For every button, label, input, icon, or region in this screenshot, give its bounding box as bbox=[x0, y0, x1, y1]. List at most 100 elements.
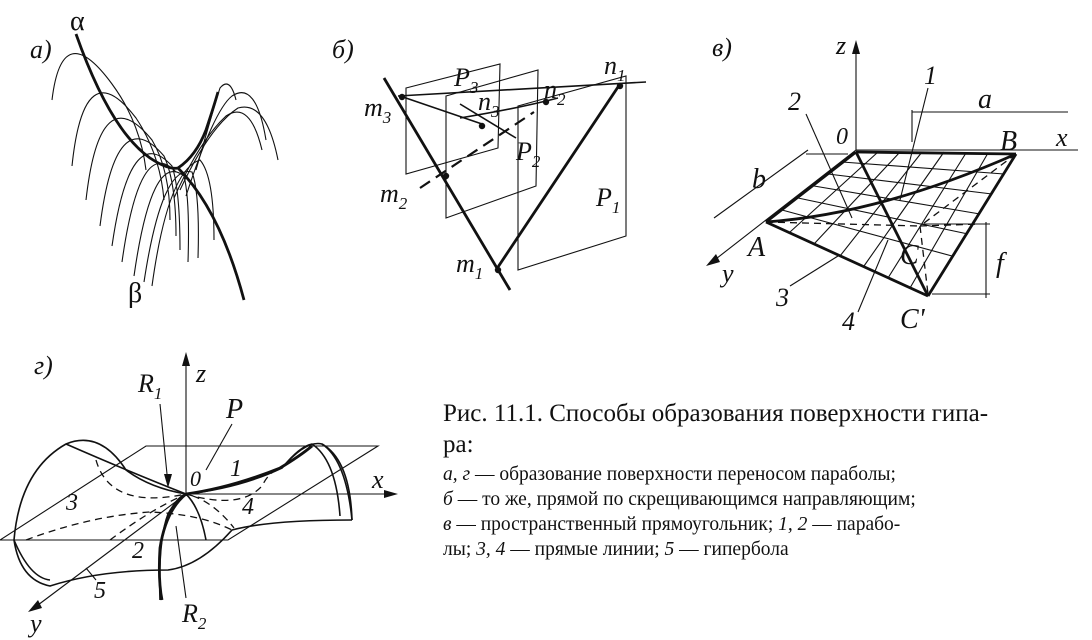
panel-b: б) m3 P3 n3 n2 n1 P2 m2 P1 m1 bbox=[332, 35, 647, 291]
grid-line-8 bbox=[827, 173, 993, 195]
caption-line4-text2: — прямые линии; bbox=[505, 539, 665, 560]
vertex-a-label: A bbox=[746, 232, 766, 263]
curve-beta bbox=[177, 91, 220, 170]
panel-v: в) z x y 0 a b f bbox=[706, 31, 1078, 336]
label-n2: n2 bbox=[544, 75, 566, 109]
grid-line-5 bbox=[887, 152, 967, 279]
label-4-g: 4 bbox=[242, 494, 254, 520]
surface-right-edge bbox=[185, 442, 353, 521]
label-m2: m2 bbox=[380, 179, 408, 213]
caption-lines: а, г — образование поверхности переносом… bbox=[443, 462, 1083, 562]
grid-line-4 bbox=[863, 151, 945, 267]
axis-y-label: y bbox=[719, 259, 734, 288]
panel-g-label: г) bbox=[34, 351, 53, 380]
caption-line4-num1: 3, 4 bbox=[476, 539, 506, 560]
panel-v-label: в) bbox=[712, 33, 732, 62]
grid-line-11 bbox=[781, 209, 953, 257]
caption-line3-text: — пространственный прямоугольник; bbox=[451, 514, 779, 535]
label-n3: n3 bbox=[478, 87, 500, 121]
label-5-g: 5 bbox=[94, 578, 106, 604]
parabola-a-b bbox=[765, 152, 1017, 224]
caption-line1-text: — образование поверхности переносом пара… bbox=[470, 464, 896, 485]
vertex-c-label: C bbox=[900, 240, 919, 271]
axis-z-arrow bbox=[852, 40, 860, 54]
leader-r1-arrow bbox=[164, 474, 172, 488]
label-3-g: 3 bbox=[65, 490, 78, 516]
caption-line2-marks: б bbox=[443, 489, 453, 510]
translated-parabolas bbox=[51, 53, 279, 287]
surface-back-top bbox=[65, 443, 187, 495]
grid-line-7 bbox=[841, 161, 1005, 175]
leader-5 bbox=[85, 567, 97, 581]
generatrix-m2n2 bbox=[419, 111, 535, 189]
label-m3: m3 bbox=[364, 93, 391, 127]
label-p1: P1 bbox=[595, 183, 620, 217]
origin-label: 0 bbox=[836, 124, 848, 150]
parabola-2 bbox=[71, 92, 165, 201]
caption-line4-text3: — гипербола bbox=[674, 539, 789, 560]
leader-r2 bbox=[175, 525, 187, 599]
edge-b-cprime bbox=[926, 153, 1018, 297]
point-n3 bbox=[478, 122, 486, 130]
dim-f-label: f bbox=[996, 248, 1007, 279]
generatrix-n3n2 bbox=[459, 97, 559, 119]
edge-b-c bbox=[919, 153, 1017, 227]
vertex-b-label: B bbox=[1000, 126, 1017, 157]
label-p3: P3 bbox=[453, 63, 478, 97]
axis-y-g-arrow bbox=[28, 600, 42, 612]
dim-b-ext bbox=[713, 149, 809, 219]
caption-line3-num: 1, 2 bbox=[778, 514, 808, 535]
edge-0-a bbox=[765, 150, 857, 224]
dim-a-label: a bbox=[978, 84, 992, 115]
parabola-1-thick bbox=[185, 444, 313, 496]
point-m3 bbox=[398, 93, 406, 101]
panel-a-label: а) bbox=[30, 35, 52, 64]
vertex-cprime-label: C' bbox=[900, 304, 926, 335]
parabola-13 bbox=[195, 83, 237, 171]
point-n2 bbox=[542, 98, 550, 106]
curve-alpha-label: α bbox=[70, 6, 85, 37]
caption-line3-marks: в bbox=[443, 514, 452, 535]
leader-2 bbox=[805, 113, 853, 219]
label-p2: P2 bbox=[515, 137, 541, 171]
edge-a-cprime bbox=[765, 220, 929, 298]
leader-3 bbox=[789, 255, 839, 287]
plane-p-label: P bbox=[225, 394, 243, 425]
leader-r1 bbox=[159, 403, 169, 485]
axis-y-g-label: y bbox=[27, 609, 42, 638]
label-4: 4 bbox=[842, 307, 855, 336]
surface-front-left bbox=[13, 539, 51, 581]
axis-x-g-label: x bbox=[371, 465, 384, 494]
axis-z-g-arrow bbox=[182, 352, 190, 366]
dim-b-label: b bbox=[752, 164, 766, 195]
curve-beta-lower bbox=[177, 167, 246, 301]
parabola-3 bbox=[85, 117, 171, 221]
plane-p1 bbox=[517, 75, 627, 271]
caption-line1-marks: а, г bbox=[443, 464, 471, 485]
caption-line2-text: — то же, прямой по скрещивающимся направ… bbox=[452, 489, 916, 510]
generatrix-m1n1 bbox=[494, 83, 622, 271]
curve-beta-label: β bbox=[128, 278, 142, 309]
label-m1: m1 bbox=[456, 249, 483, 283]
caption-line3-text2: — парабо- bbox=[807, 514, 901, 535]
line-0-cprime bbox=[854, 151, 930, 297]
axis-x-label: x bbox=[1055, 123, 1068, 152]
directrix-n bbox=[397, 81, 647, 97]
plane-p bbox=[0, 445, 380, 541]
panel-b-label: б) bbox=[332, 35, 354, 64]
point-n1 bbox=[616, 82, 624, 90]
parabola-10 bbox=[173, 111, 263, 199]
axis-z-label: z bbox=[835, 31, 846, 60]
leader-1 bbox=[899, 87, 929, 201]
origin-g-label: 0 bbox=[190, 466, 201, 491]
grid-line-2 bbox=[813, 151, 901, 245]
parabola-11 bbox=[179, 106, 279, 191]
parabola-6 bbox=[121, 162, 177, 263]
surface-left-edge bbox=[13, 439, 187, 541]
surface-right-curve bbox=[281, 443, 341, 517]
caption-title: Рис. 11.1. Способы образования поверхнос… bbox=[443, 400, 989, 458]
parabola-1 bbox=[51, 53, 147, 171]
axis-z-g-label: z bbox=[195, 359, 206, 388]
point-m1 bbox=[494, 266, 502, 274]
